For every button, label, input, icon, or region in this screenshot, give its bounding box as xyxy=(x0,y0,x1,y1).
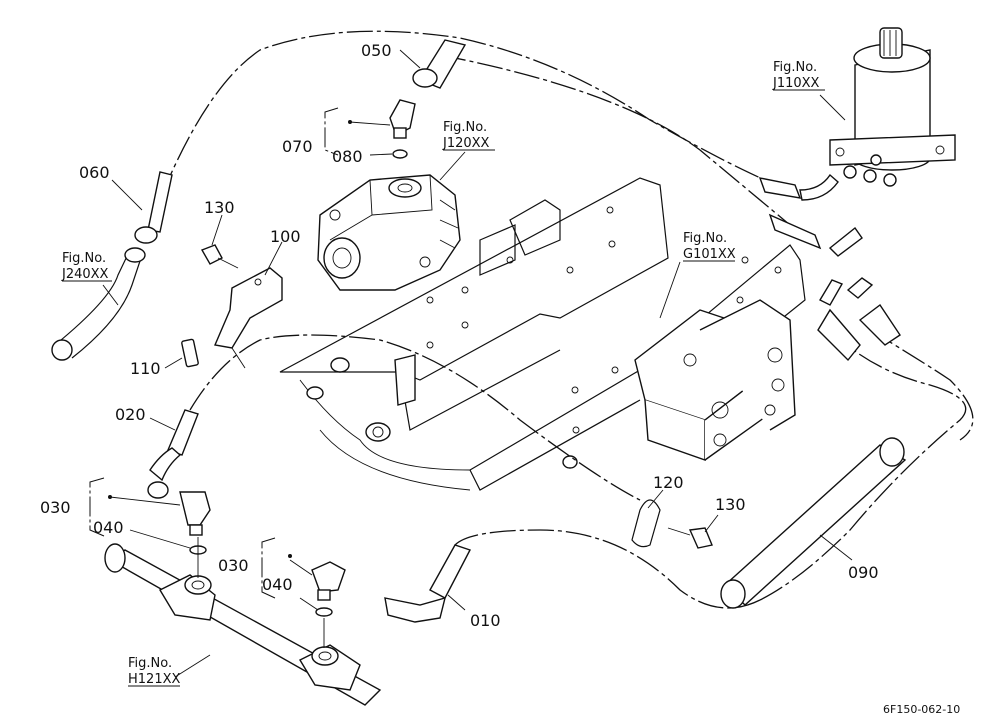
figref-j110-prefix: Fig.No. xyxy=(773,60,817,75)
figref-j120-code: J120XX xyxy=(442,136,490,151)
label-030-left: 030 xyxy=(40,498,71,517)
label-130-bottom: 130 xyxy=(715,495,746,514)
label-120: 120 xyxy=(653,473,684,492)
figref-j240-prefix: Fig.No. xyxy=(62,251,106,266)
figref-j110-code: J110XX xyxy=(772,76,820,91)
drawing-code: 6F150-062-10 xyxy=(883,703,960,716)
hydraulic-pump xyxy=(317,174,461,291)
label-100: 100 xyxy=(270,227,301,246)
fittings xyxy=(179,99,713,617)
label-060: 060 xyxy=(79,163,110,182)
figref-j240-code: J240XX xyxy=(61,267,109,282)
valve-block xyxy=(634,299,796,461)
leader-lines xyxy=(89,49,853,678)
label-080: 080 xyxy=(332,147,363,166)
lower-cylinder xyxy=(104,543,382,706)
part-labels: 060 050 070 080 130 100 110 020 030 040 … xyxy=(40,41,879,630)
label-040-right: 040 xyxy=(262,575,293,594)
steering-cylinder xyxy=(829,27,956,187)
label-090: 090 xyxy=(848,563,879,582)
figref-g101-prefix: Fig.No. xyxy=(683,231,727,246)
label-070: 070 xyxy=(282,137,313,156)
label-030-right: 030 xyxy=(218,556,249,575)
frame-structure xyxy=(279,177,806,491)
figref-g101-code: G101XX xyxy=(683,247,736,262)
label-010: 010 xyxy=(470,611,501,630)
label-110: 110 xyxy=(130,359,161,378)
hoses xyxy=(51,30,974,623)
label-050: 050 xyxy=(361,41,392,60)
label-020: 020 xyxy=(115,405,146,424)
label-040-left: 040 xyxy=(93,518,124,537)
figref-h121-prefix: Fig.No. xyxy=(128,656,172,671)
figref-h121-code: H121XX xyxy=(128,672,180,687)
label-130-top: 130 xyxy=(204,198,235,217)
figure-references: Fig.No. J240XX Fig.No. J120XX Fig.No. J1… xyxy=(61,60,825,687)
figref-j120-prefix: Fig.No. xyxy=(443,120,487,135)
